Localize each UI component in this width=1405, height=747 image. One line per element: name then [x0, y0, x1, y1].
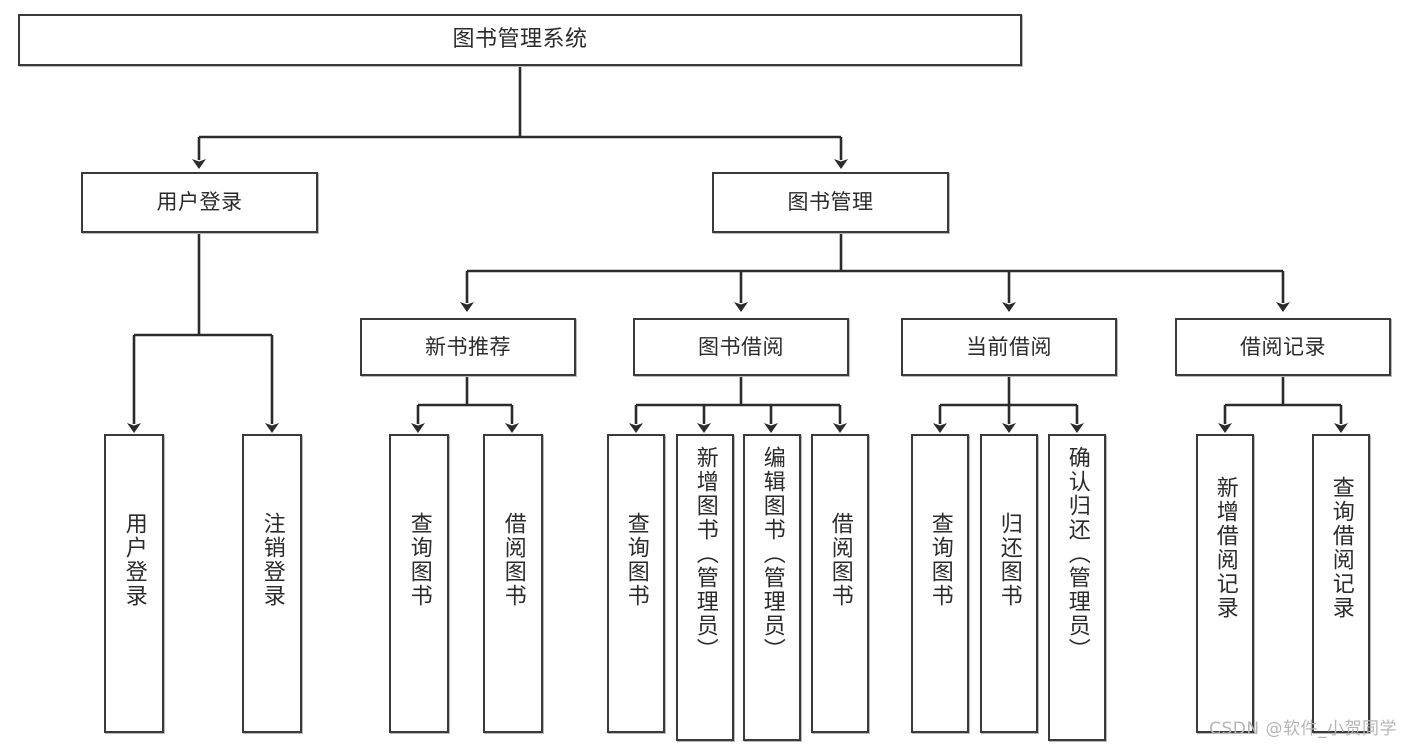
node-label: 当前借阅	[966, 334, 1052, 359]
leaf-query-book-recommend[interactable]: 查询图书	[389, 434, 449, 733]
node-book-borrow[interactable]: 图书借阅	[633, 318, 849, 376]
node-label: 编辑图书（管理员）	[759, 446, 785, 662]
node-label: 查询图书	[927, 512, 953, 608]
leaf-return-book[interactable]: 归还图书	[980, 434, 1038, 733]
node-label: 借阅记录	[1240, 334, 1326, 359]
node-current-borrow[interactable]: 当前借阅	[901, 318, 1117, 376]
leaf-borrow-book-borrow[interactable]: 借阅图书	[811, 434, 869, 733]
leaf-query-borrow-record[interactable]: 查询借阅记录	[1312, 434, 1370, 733]
node-new-book-recommend[interactable]: 新书推荐	[360, 318, 576, 376]
leaf-query-book-borrow[interactable]: 查询图书	[607, 434, 665, 733]
leaf-query-book-current[interactable]: 查询图书	[911, 434, 969, 733]
leaf-edit-book[interactable]: 编辑图书（管理员）	[743, 434, 801, 741]
leaf-user-login[interactable]: 用户登录	[104, 434, 164, 733]
node-user-login[interactable]: 用户登录	[81, 172, 318, 233]
node-label: 确认归还（管理员）	[1064, 446, 1090, 662]
node-label: 用户登录	[121, 512, 147, 608]
node-label: 注销登录	[259, 512, 285, 608]
node-label: 图书管理	[787, 190, 874, 215]
node-label: 查询借阅记录	[1328, 476, 1354, 620]
node-borrow-record[interactable]: 借阅记录	[1175, 318, 1391, 376]
node-label: 借阅图书	[500, 512, 526, 608]
leaf-logout-login[interactable]: 注销登录	[242, 434, 302, 733]
node-label: 用户登录	[156, 190, 243, 215]
node-label: 新增借阅记录	[1212, 476, 1238, 620]
node-label: 借阅图书	[827, 512, 853, 608]
leaf-add-borrow-record[interactable]: 新增借阅记录	[1196, 434, 1254, 733]
leaf-borrow-book-recommend[interactable]: 借阅图书	[483, 434, 543, 733]
node-label: 查询图书	[406, 512, 432, 608]
node-book-management[interactable]: 图书管理	[712, 172, 949, 233]
node-label: 图书借阅	[698, 334, 784, 359]
node-label: 新书推荐	[425, 334, 511, 359]
csdn-watermark: CSDN @软件_小贺同学	[1209, 719, 1397, 739]
leaf-add-book[interactable]: 新增图书（管理员）	[676, 434, 734, 741]
node-root-system[interactable]: 图书管理系统	[18, 14, 1022, 66]
node-label: 归还图书	[996, 512, 1022, 608]
node-label: 图书管理系统	[452, 27, 588, 53]
leaf-confirm-return[interactable]: 确认归还（管理员）	[1048, 434, 1106, 741]
node-label: 查询图书	[623, 512, 649, 608]
node-label: 新增图书（管理员）	[692, 446, 718, 662]
